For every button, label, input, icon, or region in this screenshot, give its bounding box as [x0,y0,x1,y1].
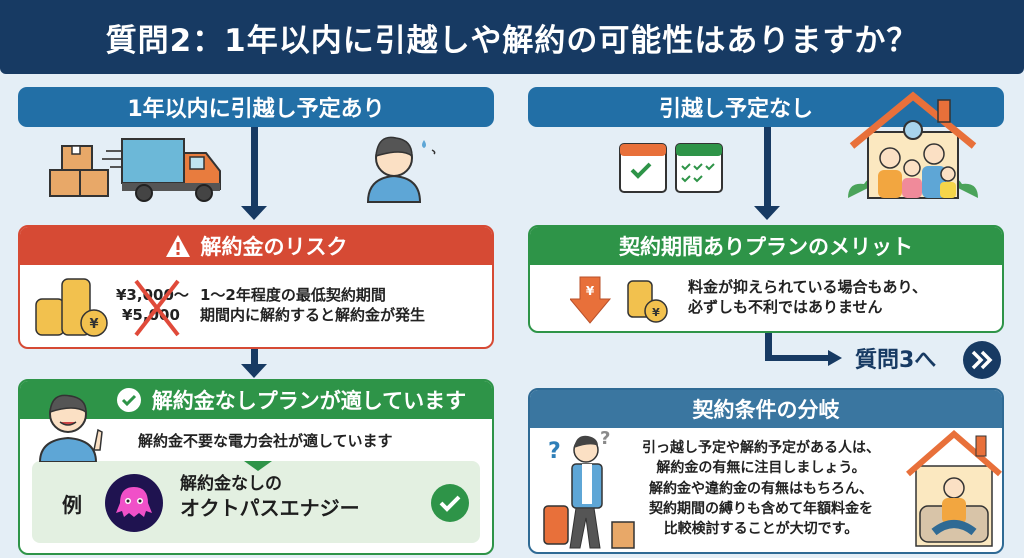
example-line1: 解約金なしの [180,474,282,494]
flow-arrow-icon [241,364,267,378]
merit-desc-line2: 必ずしも不利ではありません [688,298,883,317]
recommend-box: 解約金なしプランが適しています 解約金不要な電力会社が適しています 例 解約金な… [18,379,494,555]
check-circle-icon [431,484,469,522]
branch-moving-planned: 1年以内に引越し予定あり [18,87,494,127]
example-text: 解約金なしの オクトパスエナジー [180,473,360,521]
warning-icon [165,235,190,257]
check-circle-icon [116,388,141,412]
pointing-person-icon [38,394,103,462]
boxes-icon [49,145,109,197]
calendars-icon [619,143,723,193]
example-panel: 例 解約金なしの オクトパスエナジー [32,461,480,543]
svg-text:¥: ¥ [89,317,98,332]
branch-label: 1年以内に引越し予定あり [127,97,385,122]
risk-title: 解約金のリスク [200,235,348,259]
example-company-name: オクトパスエナジー [180,496,360,521]
recommend-subtitle: 解約金不要な電力会社が適しています [138,432,393,450]
svg-text:¥: ¥ [586,284,595,298]
risk-box-header: 解約金のリスク [20,227,492,265]
risk-description: 1〜2年程度の最低契約期間 期間内に解約すると解約金が発生 [200,285,425,326]
risk-desc-line2: 期間内に解約すると解約金が発生 [200,306,426,325]
merit-desc-line1: 料金が抑えられている場合もあり、 [688,278,927,296]
svg-text:¥: ¥ [652,306,660,319]
page-header: 質問2：1年以内に引越しや解約の可能性はありますか？ [0,0,1024,74]
merit-description: 料金が抑えられている場合もあり、 必ずしも不利ではありません [688,277,927,318]
relaxing-at-home-icon [906,430,1002,547]
branch-label: 引越し予定なし [658,97,813,122]
flow-line [765,333,772,361]
risk-box: 解約金のリスク ¥ ¥3,000〜 ¥5,000 1〜2年程度の最低契約期間 期… [18,225,494,349]
pointer-arrow-icon [244,461,272,471]
summary-title: 契約条件の分岐 [692,398,840,422]
family-house-icon [848,91,978,199]
merit-title: 契約期間ありプランのメリット [619,235,913,259]
summary-line: 引っ越し予定や解約予定がある人は、 [642,440,880,456]
price-down-icon: ¥ ¥ [570,276,668,324]
flow-arrow-icon [754,206,780,220]
next-question-link[interactable]: 質問3へ [855,348,937,373]
risk-desc-line1: 1〜2年程度の最低契約期間 [200,286,386,304]
next-double-chevron-icon[interactable] [962,340,1002,380]
summary-line: 解約金の有無に注目しましょう。 [656,460,866,477]
coins-icon: ¥ [35,278,108,337]
flow-arrow-icon [828,350,842,366]
worried-person-icon [366,136,436,203]
summary-line: 解約金や違約金の有無はもちろん、 [649,480,873,497]
flow-line [765,355,830,361]
summary-box: 契約条件の分岐 引っ越し予定や解約予定がある人は、 解約金の有無に注目しましょう… [528,388,1004,554]
summary-box-header: 契約条件の分岐 [530,390,1002,428]
merit-box-header: 契約期間ありプランのメリット [530,227,1002,265]
summary-text: 引っ越し予定や解約予定がある人は、 解約金の有無に注目しましょう。 解約金や違約… [626,438,896,539]
flow-arrow-icon [241,206,267,220]
flow-line [251,127,258,207]
example-label: 例 [62,493,82,517]
svg-text:?: ? [548,439,561,464]
recommend-title: 解約金なしプランが適しています [151,389,467,413]
summary-line: 契約期間の縛りも含めて年額料金を [649,500,873,517]
recommend-box-header: 解約金なしプランが適しています [20,381,492,419]
flow-line [251,349,258,367]
svg-text:?: ? [600,428,610,449]
traveler-with-suitcase-icon: ? ? [543,428,635,549]
cross-mark-icon [134,279,180,337]
octopus-logo-icon [105,474,163,532]
summary-line: 比較検討することが大切です。 [663,521,859,538]
merit-box: 契約期間ありプランのメリット ¥ ¥ 料金が抑えられている場合もあり、 必ずしも… [528,225,1004,333]
moving-truck-icon [102,138,221,202]
flow-line [764,127,771,207]
page-title: 質問2：1年以内に引越しや解約の可能性はありますか？ [105,22,919,59]
